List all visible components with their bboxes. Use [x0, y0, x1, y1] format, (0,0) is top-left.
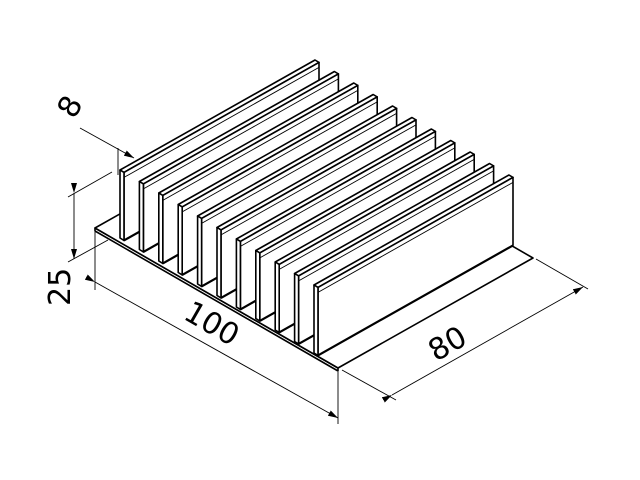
fin-edge-line: [220, 124, 417, 236]
fin-front-edge: [235, 238, 242, 311]
fin-edge-line: [143, 78, 339, 190]
extension-line: [67, 171, 113, 198]
fin-edge-line: [181, 101, 378, 213]
fin-front-edge: [196, 215, 203, 288]
dimension-lines: [67, 127, 589, 424]
fin-front-edge: [274, 261, 281, 334]
fin-edge-line: [259, 147, 456, 259]
extension-line: [341, 369, 397, 401]
dimension-height-label: 25: [43, 268, 78, 306]
heatsink-body: [94, 59, 534, 372]
fin-edge-line: [240, 136, 436, 247]
fin-edge-line: [298, 170, 494, 282]
fin-front-edge: [313, 284, 319, 357]
fin-edge-line: [162, 90, 359, 201]
dimension-line-width: [381, 286, 584, 403]
dimension-fin-label: 8: [51, 90, 91, 124]
fin-front-edge: [216, 226, 222, 299]
dimension-line-fin: [79, 127, 135, 159]
fin-front-edge: [119, 169, 125, 242]
fin-edge-line: [123, 67, 320, 178]
fin-front-edge: [177, 203, 183, 276]
fin-edge-line: [317, 182, 514, 293]
fin-front-edge: [293, 272, 300, 345]
fin-front-edge: [255, 249, 261, 322]
fin-front-edge: [158, 192, 164, 265]
dimension-width-label: 80: [423, 320, 474, 369]
fin-edge-line: [201, 113, 397, 224]
dimension-line-length: [84, 274, 339, 419]
fin-front-edge: [138, 180, 145, 253]
extension-line: [535, 258, 589, 290]
fin-edge-line: [278, 159, 475, 270]
